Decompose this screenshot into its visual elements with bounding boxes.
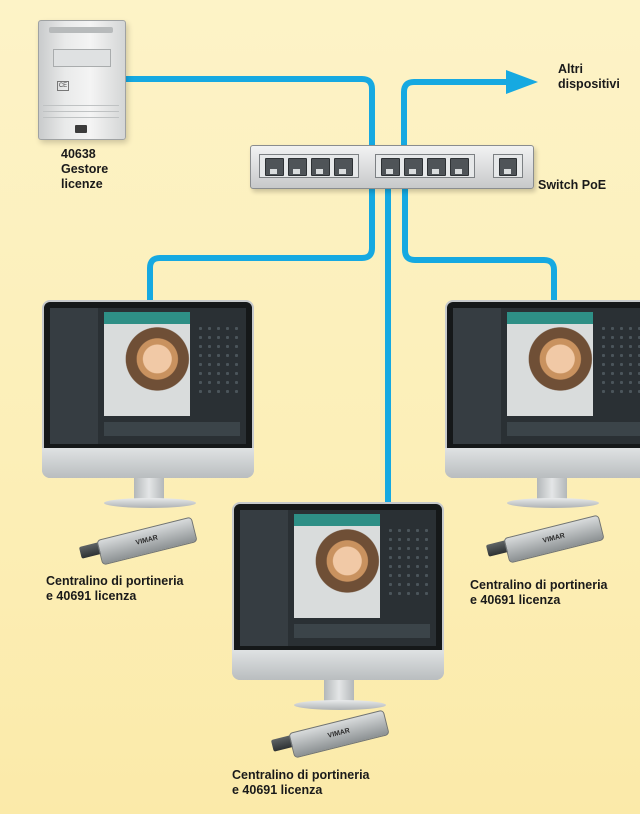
usb-key-center-icon: VIMAR xyxy=(270,709,392,759)
monitor-center-icon xyxy=(232,502,444,712)
workstation-center-line2: e 40691 licenza xyxy=(232,783,323,797)
usb-key-left-icon: VIMAR xyxy=(78,516,200,566)
license-manager-code: 40638 xyxy=(61,147,96,161)
license-manager-label: 40638 Gestore licenze xyxy=(61,147,108,192)
license-manager-name-1: Gestore xyxy=(61,162,109,176)
usb-key-right-icon: VIMAR xyxy=(485,514,607,564)
workstation-left-line2: e 40691 licenza xyxy=(46,589,137,603)
other-devices-line1: Altri xyxy=(558,62,583,76)
other-devices-line2: dispositivi xyxy=(558,77,620,91)
usb-brand-left: VIMAR xyxy=(96,516,198,566)
workstation-left-line1: Centralino di portineria xyxy=(46,574,184,588)
workstation-right-line1: Centralino di portineria xyxy=(470,578,608,592)
port-group-1 xyxy=(259,154,359,178)
wire-switch-to-other xyxy=(401,79,511,149)
monitor-right-icon xyxy=(445,300,640,510)
switch-label: Switch PoE xyxy=(538,178,607,192)
poe-switch-icon xyxy=(250,145,534,189)
workstation-left-label: Centralino di portineria e 40691 licenza xyxy=(46,574,184,604)
workstation-right-line2: e 40691 licenza xyxy=(470,593,561,607)
usb-brand-center: VIMAR xyxy=(288,709,390,759)
workstation-center-label: Centralino di portineria e 40691 licenza xyxy=(232,768,370,798)
other-devices-label: Altri dispositivi xyxy=(558,62,620,92)
wire-module-to-switch xyxy=(121,76,375,149)
workstation-center-line1: Centralino di portineria xyxy=(232,768,370,782)
wire-switch-to-right-pc xyxy=(402,184,557,307)
usb-brand-right: VIMAR xyxy=(503,514,605,564)
arrow-head-icon xyxy=(506,70,538,94)
monitor-left-icon xyxy=(42,300,254,510)
port-group-2 xyxy=(375,154,475,178)
license-manager-module-icon: CE xyxy=(38,20,126,140)
license-manager-name-2: licenze xyxy=(61,177,103,191)
port-group-3 xyxy=(493,154,523,178)
workstation-right-label: Centralino di portineria e 40691 licenza xyxy=(470,578,608,608)
wire-switch-to-left-pc xyxy=(147,184,375,307)
